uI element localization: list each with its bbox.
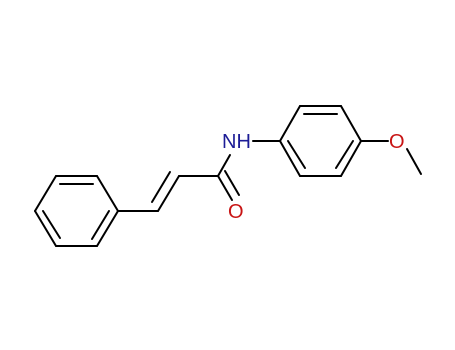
atom-label-nh: NH xyxy=(222,131,251,153)
alkene-chain xyxy=(117,171,219,212)
bond xyxy=(406,148,422,175)
bond-inner xyxy=(287,140,306,169)
bond xyxy=(217,175,233,201)
methoxy-group xyxy=(360,140,422,175)
atom-label-carbonyl-oxygen: O xyxy=(228,201,244,223)
bond-inner xyxy=(151,171,171,203)
bond xyxy=(96,175,119,212)
bond xyxy=(96,210,119,247)
bond-inner xyxy=(42,210,61,239)
bond xyxy=(217,154,231,177)
bond-inner xyxy=(335,140,354,169)
amide-group xyxy=(217,140,281,201)
bond xyxy=(279,105,301,142)
phenyl-ring xyxy=(34,175,119,247)
bond xyxy=(34,175,57,212)
bond xyxy=(340,105,362,142)
bond-inner xyxy=(91,210,110,240)
bond xyxy=(157,175,180,212)
bond xyxy=(340,140,362,177)
atom-label-methoxy-oxygen: O xyxy=(389,131,405,153)
methoxyphenyl-ring xyxy=(279,105,362,177)
bond xyxy=(34,210,57,247)
bond-inner xyxy=(224,170,240,196)
bond xyxy=(279,140,301,177)
